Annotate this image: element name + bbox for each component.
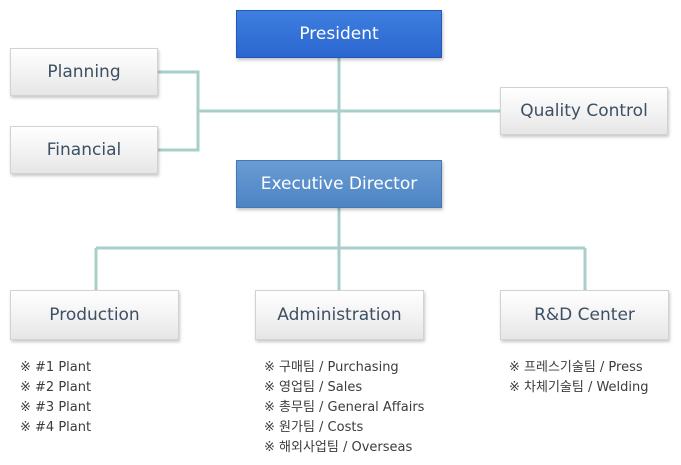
note-item: ※ #3 Plant: [20, 400, 92, 415]
note-item: ※ #2 Plant: [20, 380, 92, 395]
production-notes: ※ #1 Plant ※ #2 Plant ※ #3 Plant ※ #4 Pl…: [20, 358, 91, 438]
note-item: ※ 총무팀 / General Affairs: [264, 400, 425, 415]
president-box: President: [236, 10, 442, 58]
connector-planning-financial: [158, 70, 200, 152]
financial-box: Financial: [10, 126, 158, 174]
production-box: Production: [10, 290, 179, 340]
planning-box: Planning: [10, 48, 158, 96]
rnd-center-notes: ※ 프레스기술팀 / Press ※ 차체기술팀 / Welding: [509, 358, 649, 398]
note-item: ※ #1 Plant: [20, 360, 92, 375]
note-item: ※ 원가팀 / Costs: [264, 420, 364, 435]
administration-notes: ※ 구매팀 / Purchasing ※ 영업팀 / Sales ※ 총무팀 /…: [264, 358, 424, 458]
note-item: ※ 구매팀 / Purchasing: [264, 360, 399, 375]
note-item: ※ #4 Plant: [20, 420, 92, 435]
note-item: ※ 차체기술팀 / Welding: [509, 380, 649, 395]
quality-control-box: Quality Control: [500, 87, 668, 135]
note-item: ※ 해외사업팀 / Overseas: [264, 440, 413, 455]
executive-director-box: Executive Director: [236, 160, 442, 208]
rnd-center-box: R&D Center: [500, 290, 669, 340]
note-item: ※ 프레스기술팀 / Press: [509, 360, 643, 375]
administration-box: Administration: [255, 290, 424, 340]
note-item: ※ 영업팀 / Sales: [264, 380, 363, 395]
